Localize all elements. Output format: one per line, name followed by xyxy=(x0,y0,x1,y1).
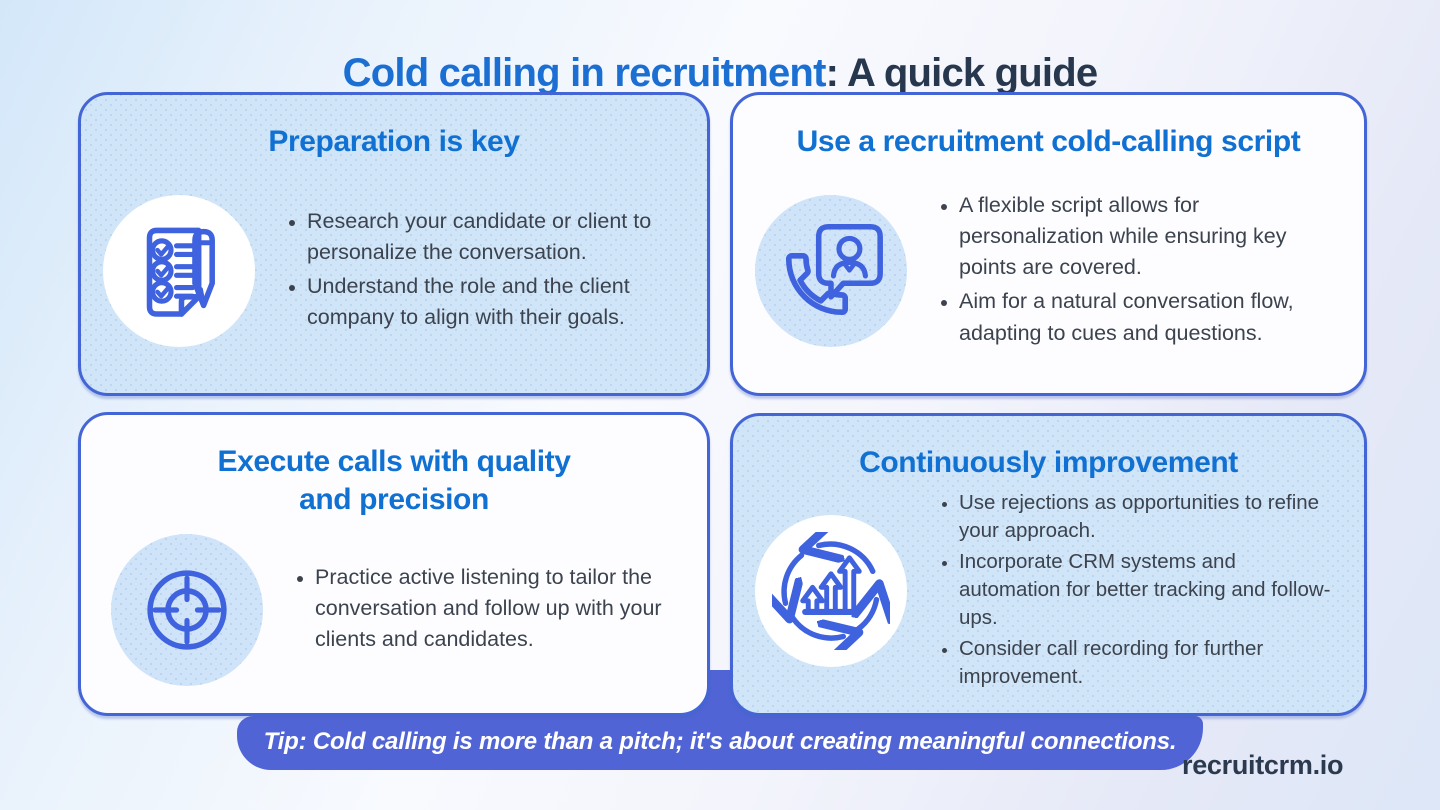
growth-cycle-icon xyxy=(772,532,890,650)
bullet-item: Practice active listening to tailor the … xyxy=(315,562,683,656)
card-body: Practice active listening to tailor the … xyxy=(81,519,707,713)
bullet-list: Use rejections as opportunities to refin… xyxy=(933,489,1340,693)
bullet-item: Consider call recording for further impr… xyxy=(959,635,1340,691)
bullet-list: Research your candidate or client to per… xyxy=(281,206,683,337)
page-title: Cold calling in recruitment: A quick gui… xyxy=(0,51,1440,96)
card-preparation: Preparation is key xyxy=(78,92,710,396)
bullet-list: Practice active listening to tailor the … xyxy=(289,562,683,659)
icon-circle xyxy=(111,533,263,686)
icon-circle xyxy=(755,515,907,668)
page-title-dark-part: : A quick guide xyxy=(825,50,1099,95)
target-icon xyxy=(147,570,227,650)
card-execute: Execute calls with quality and precision… xyxy=(78,412,710,716)
card-body: A flexible script allows for personaliza… xyxy=(733,161,1364,393)
card-script: Use a recruitment cold-calling script A … xyxy=(730,92,1367,396)
page-title-blue-part: Cold calling in recruitment xyxy=(342,50,827,95)
brand-footer: recruitcrm.io xyxy=(1182,750,1344,780)
card-title: Use a recruitment cold-calling script xyxy=(796,125,1301,158)
bullet-item: Incorporate CRM systems and automation f… xyxy=(959,548,1340,632)
bullet-item: Research your candidate or client to per… xyxy=(307,206,683,268)
tip-text: Tip: Cold calling is more than a pitch; … xyxy=(263,727,1177,755)
card-improve: Continuously improvement xyxy=(730,413,1367,716)
icon-circle xyxy=(103,194,255,347)
bullet-item: Use rejections as opportunities to refin… xyxy=(959,489,1340,545)
card-body: Research your candidate or client to per… xyxy=(81,161,707,393)
card-title: Execute calls with quality and precision xyxy=(217,445,571,516)
bullet-item: A flexible script allows for personaliza… xyxy=(959,190,1340,284)
checklist-pen-icon xyxy=(146,227,215,317)
card-title: Preparation is key xyxy=(268,125,520,158)
icon-circle xyxy=(755,194,907,347)
phone-script-icon xyxy=(785,223,883,315)
bullet-list: A flexible script allows for personaliza… xyxy=(933,190,1340,352)
bullet-item: Aim for a natural conversation flow, ada… xyxy=(959,286,1340,348)
tip-banner: Tip: Cold calling is more than a pitch; … xyxy=(237,716,1203,770)
card-title: Continuously improvement xyxy=(859,446,1238,479)
card-body: Use rejections as opportunities to refin… xyxy=(733,482,1364,713)
bullet-item: Understand the role and the client compa… xyxy=(307,271,683,333)
